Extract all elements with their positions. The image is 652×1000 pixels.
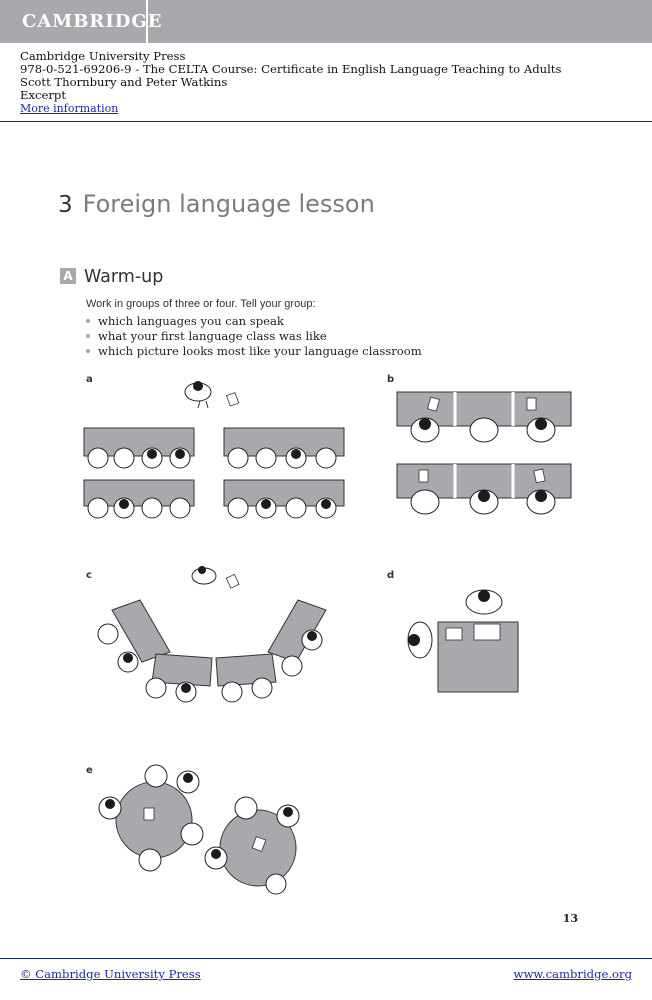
header-rule [0, 121, 652, 122]
chapter-heading: 3 Foreign language lesson [58, 190, 375, 218]
students [87, 447, 337, 519]
classroom-horseshoe-illustration [97, 566, 327, 703]
teacher-figure [184, 381, 240, 409]
isbn-title: 978-0-521-69206-9 - The CELTA Course: Ce… [20, 62, 562, 76]
chapter-title: Foreign language lesson [82, 190, 375, 218]
section-heading: A Warm-up [60, 267, 163, 287]
desks [111, 599, 327, 687]
classroom-desks-illustration [396, 391, 572, 515]
copyright-link[interactable]: © Cambridge University Press [20, 967, 201, 981]
page-number: 13 [562, 912, 578, 925]
picture-label-e: e [86, 765, 93, 776]
more-information-link[interactable]: More information [20, 102, 119, 115]
book-metadata: Cambridge University Press 978-0-521-692… [20, 49, 562, 116]
website-link[interactable]: www.cambridge.org [513, 967, 632, 981]
logo-text: CAMBRIDGE [22, 11, 163, 32]
header-band: CAMBRIDGE [0, 0, 652, 43]
picture-label-d: d [387, 570, 395, 581]
round-tables [115, 781, 297, 887]
classroom-round-tables-illustration [98, 764, 300, 895]
classroom-rows-illustration [83, 381, 345, 519]
bullet-list: which languages you can speak what your … [86, 314, 422, 359]
cambridge-logo[interactable]: CAMBRIDGE [0, 0, 162, 43]
instruction-text: Work in groups of three or four. Tell yo… [86, 298, 316, 310]
footer-rule [0, 958, 652, 959]
list-item: what your first language class was like [86, 329, 422, 344]
teacher-figure [191, 566, 240, 589]
authors: Scott Thornbury and Peter Watkins [20, 75, 228, 89]
list-item: which languages you can speak [86, 314, 422, 329]
picture-label-c: c [86, 570, 92, 581]
picture-label-b: b [387, 374, 395, 385]
bullet-icon [86, 319, 90, 323]
section-badge: A [60, 268, 76, 284]
bullet-icon [86, 349, 90, 353]
list-item: which picture looks most like your langu… [86, 344, 422, 359]
excerpt-label: Excerpt [20, 88, 66, 102]
publisher: Cambridge University Press [20, 49, 186, 63]
students [410, 417, 556, 515]
section-title: Warm-up [84, 267, 164, 287]
chapter-number: 3 [58, 192, 73, 218]
bullet-icon [86, 334, 90, 338]
classroom-one-to-one-illustration [407, 589, 519, 693]
picture-label-a: a [86, 374, 93, 385]
